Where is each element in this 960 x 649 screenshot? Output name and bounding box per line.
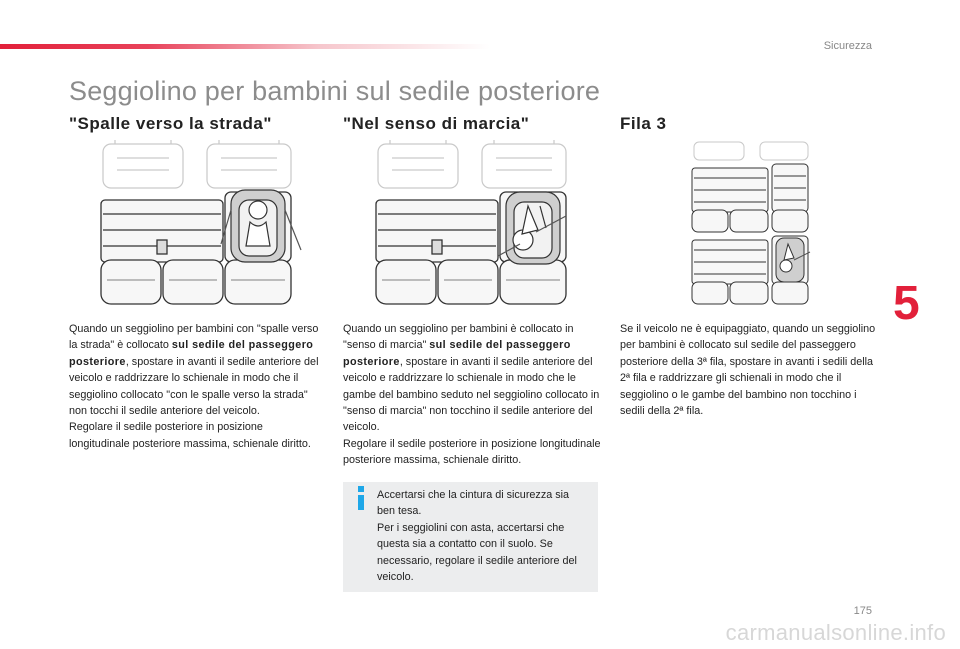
third-row-seat-illustration — [688, 140, 814, 310]
heading-forward-facing: "Nel senso di marcia" — [343, 114, 530, 133]
forward-facing-seat-illustration — [370, 140, 580, 310]
rear-facing-seat-illustration — [95, 140, 305, 310]
heading-rear-facing: "Spalle verso la strada" — [69, 114, 272, 133]
text-row-3: Se il veicolo ne è equipaggiato, quando … — [620, 323, 876, 418]
watermark: carmanualsonline.info — [725, 620, 946, 645]
page-title: Seggiolino per bambini sul sedile poster… — [69, 76, 601, 106]
info-box: Accertarsi che la cintura di sicurezza s… — [343, 482, 598, 592]
header-accent-bar — [0, 44, 490, 49]
text-forward-facing: Quando un seggiolino per bambini è collo… — [343, 323, 601, 467]
text-rear-facing: Quando un seggiolino per bambini con "sp… — [69, 323, 319, 450]
heading-row-3: Fila 3 — [620, 114, 667, 133]
info-text: Accertarsi che la cintura di sicurezza s… — [377, 489, 577, 584]
section-name: Sicurezza — [823, 40, 872, 52]
page-number: 175 — [853, 605, 872, 617]
chapter-number: 5 — [893, 277, 920, 330]
